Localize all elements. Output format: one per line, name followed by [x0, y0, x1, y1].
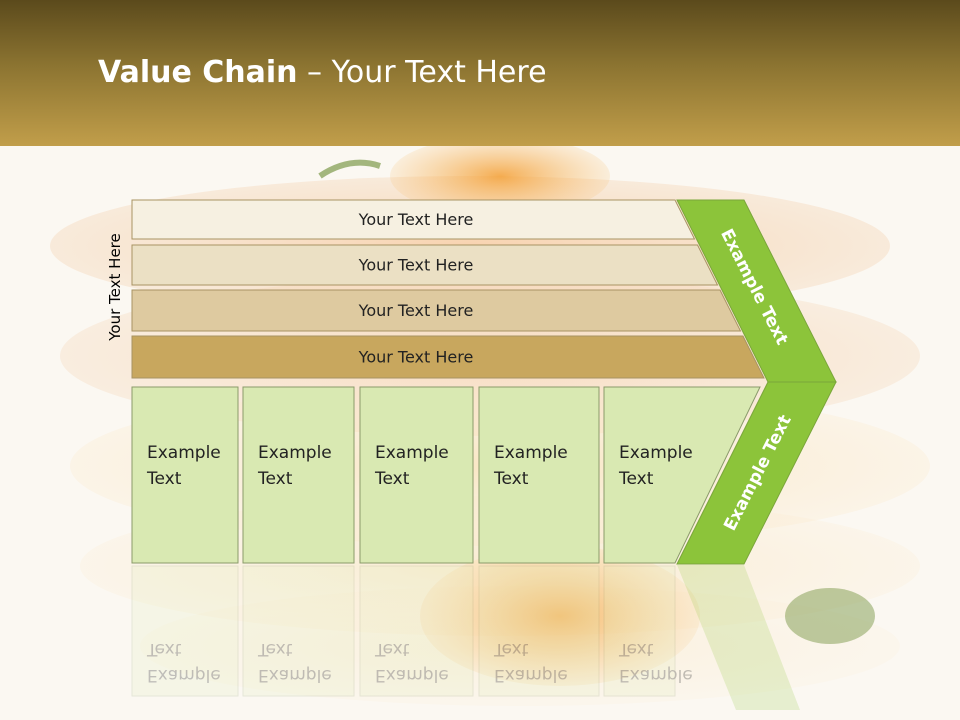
side-axis-label: Your Text Here — [106, 233, 124, 341]
activity-row: Your Text Here — [131, 335, 765, 379]
row-label: Your Text Here — [358, 301, 474, 320]
column-reflection: Example Text — [359, 565, 474, 697]
reflection-text: Text — [618, 639, 654, 659]
reflection-text: Text — [257, 639, 293, 659]
column-label-line1: Example — [147, 443, 221, 463]
value-chain-arrow-bottom — [676, 381, 837, 565]
activity-row: Your Text Here — [131, 199, 696, 240]
title-bold: Value Chain — [98, 55, 298, 90]
column-box — [131, 386, 239, 564]
slide-title: Value Chain – Your Text Here — [98, 55, 547, 90]
column-label-line2: Text — [493, 469, 529, 489]
activity-row: Your Text Here — [131, 289, 742, 332]
column-label-line2: Text — [257, 469, 293, 489]
reflection-text: Example — [619, 665, 693, 685]
column-label-line1: Example — [619, 443, 693, 463]
column-box — [603, 386, 761, 564]
reflection-text: Text — [493, 639, 529, 659]
column-label-line2: Text — [146, 469, 182, 489]
column-box — [478, 386, 600, 564]
column-reflection: Example Text — [131, 565, 239, 697]
column-label-line1: Example — [375, 443, 449, 463]
reflection-text: Example — [147, 665, 221, 685]
column-box — [242, 386, 355, 564]
row-bar — [131, 244, 719, 286]
reflection: ExampleTextExampleTextExampleTextExample… — [131, 565, 800, 710]
column-reflection: Example Text — [242, 565, 355, 697]
row-bar — [131, 289, 742, 332]
arrow-reflection — [677, 565, 800, 710]
reflection-text: Text — [374, 639, 410, 659]
column-label-line2: Text — [618, 469, 654, 489]
column-label-line1: Example — [494, 443, 568, 463]
column-reflection: Example Text — [603, 565, 693, 697]
column-box — [359, 386, 474, 564]
row-label: Your Text Here — [358, 348, 474, 367]
activity-row: Your Text Here — [131, 244, 719, 286]
row-label: Your Text Here — [358, 210, 474, 229]
reflection-text: Example — [258, 665, 332, 685]
row-bar — [131, 335, 765, 379]
title-bar: Value Chain – Your Text Here — [0, 0, 960, 146]
title-rest: – Your Text Here — [297, 55, 547, 90]
reflection-text: Example — [494, 665, 568, 685]
column-reflection: Example Text — [478, 565, 600, 697]
row-label: Your Text Here — [358, 256, 474, 275]
column-label-line2: Text — [374, 469, 410, 489]
row-bar — [131, 199, 696, 240]
reflection-text: Example — [375, 665, 449, 685]
reflection-text: Text — [146, 639, 182, 659]
column-label-line1: Example — [258, 443, 332, 463]
